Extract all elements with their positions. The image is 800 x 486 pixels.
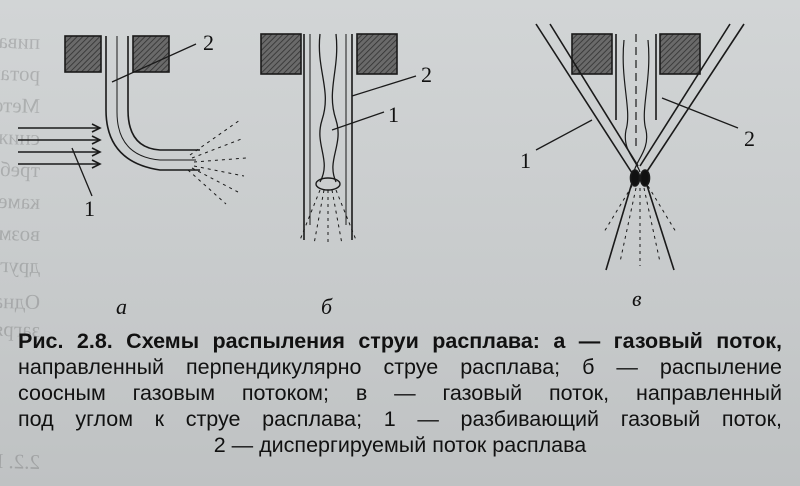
caption-line: соосным газовым потоком; в — газовый пот… [18,381,782,405]
caption-line: под углом к струе расплава; 1 — разбиваю… [18,407,782,431]
atomization-schemes-figure [18,23,745,271]
caption-line: Рис. 2.8. Схемы распыления струи расплав… [18,329,782,353]
panel-v-label-2: 2 [744,126,755,151]
panel-b-scheme [260,33,417,246]
panel-a-label-2: 2 [203,30,214,55]
figure-caption: Рис. 2.8. Схемы распыления струи расплав… [18,328,782,458]
panel-a-scheme [18,35,247,205]
panel-v-label-1: 1 [520,148,531,173]
panel-b-letter: б [321,294,333,319]
caption-line: 2 — диспергируемый поток расплава [213,433,587,457]
panel-b-label-1: 1 [388,102,399,127]
panel-v-letter: в [632,286,642,311]
panel-a-letter: а [116,294,127,319]
panel-a-label-1: 1 [84,196,95,221]
panel-v-scheme [535,23,745,271]
panel-b-label-2: 2 [421,62,432,87]
caption-line: направленный перпендикулярно струе распл… [18,355,782,379]
